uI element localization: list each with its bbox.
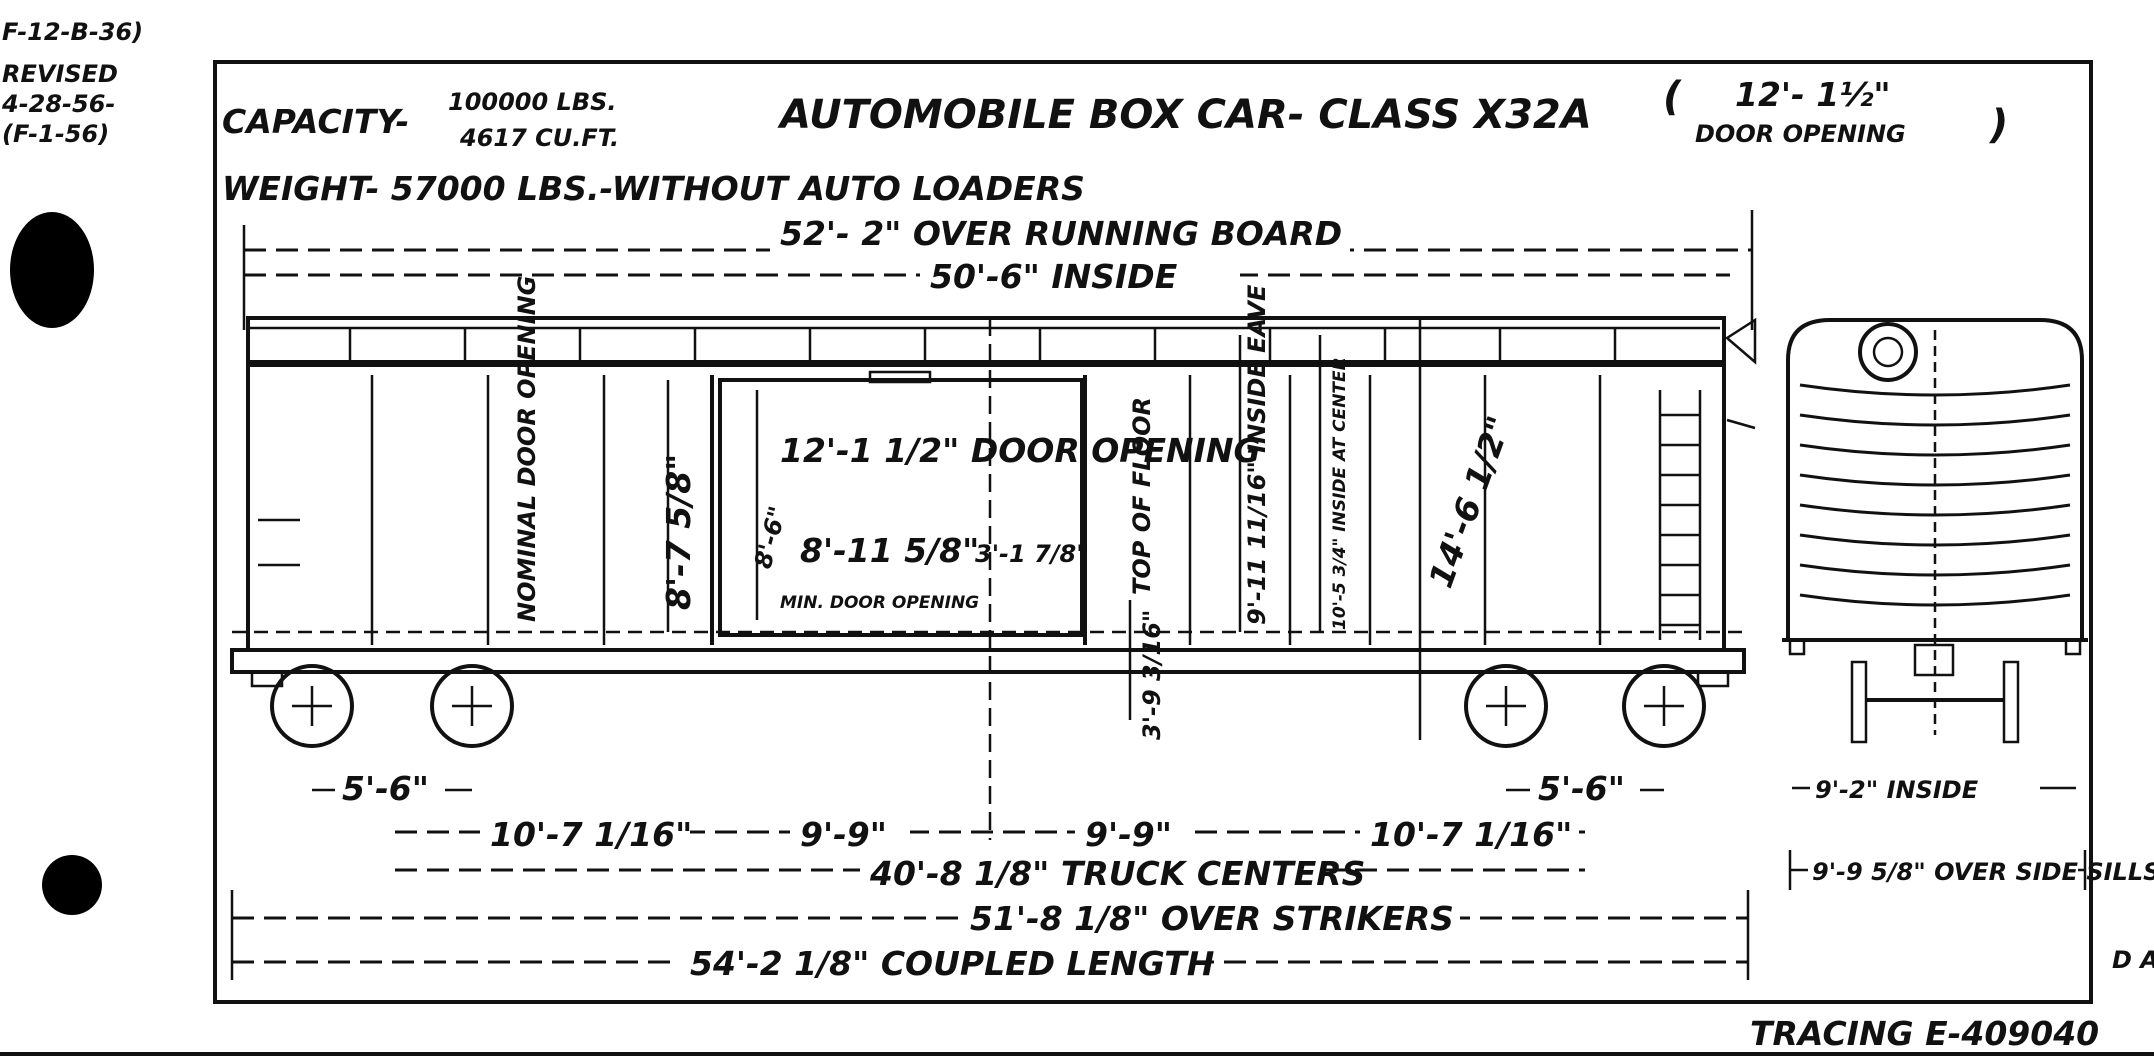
wheel	[1622, 664, 1706, 748]
capacity-cuft: 4617 CU.FT.	[459, 124, 619, 152]
drawing-border	[213, 60, 2093, 1004]
end-view	[1782, 318, 2088, 744]
stamp-revised: REVISED	[2, 60, 118, 88]
end-over-side-sills-dim: 9'-9 5/8" OVER SIDE SILLS	[1812, 858, 2154, 886]
wheel	[430, 664, 514, 748]
coupled-length-dim: 54'-2 1/8" COUPLED LENGTH	[690, 944, 1214, 983]
inside-center-dim: 10'-5 3/4" INSIDE AT CENTER	[1330, 357, 1350, 630]
dim-inside: 50'-6" INSIDE	[930, 257, 1178, 296]
min-door-width-dim: 8'-11 5/8"	[800, 531, 979, 570]
roof	[246, 316, 1726, 364]
stamp-rev-ref: (F-1-56)	[2, 120, 109, 148]
header-door-label: DOOR OPENING	[1695, 120, 1906, 148]
end-inside-width-dim: 9'-2" INSIDE	[1815, 776, 1979, 804]
wheelbase-right-dim: 5'-6"	[1538, 769, 1625, 808]
coupler-right	[1696, 670, 1730, 688]
tracing-number: TRACING E-409040	[1750, 1014, 2099, 1053]
door-track	[868, 370, 932, 384]
top-of-floor-label: TOP OF FLOOR	[1128, 397, 1156, 595]
hand-brake	[1724, 317, 1757, 430]
nominal-door-label: NOMINAL DOOR OPENING	[513, 276, 541, 622]
door-opening-dim: 12'-1 1/2" DOOR OPENING	[780, 431, 1261, 470]
over-strikers-dim: 51'-8 1/8" OVER STRIKERS	[970, 899, 1454, 938]
weight-text: WEIGHT- 57000 LBS.-WITHOUT AUTO LOADERS	[222, 169, 1085, 208]
punch-hole-bottom	[42, 855, 102, 915]
inside-eave-dim: 9'-11 11/16" INSIDE EAVE	[1243, 284, 1271, 625]
door	[718, 378, 1084, 637]
dim-over-running-board: 52'- 2" OVER RUNNING BOARD	[780, 214, 1342, 253]
capacity-lbs: 100000 LBS.	[448, 88, 617, 116]
punch-hole-top	[10, 212, 94, 328]
side-sill	[230, 648, 1746, 674]
drawing-title: AUTOMOBILE BOX CAR- CLASS X32A	[777, 92, 1592, 138]
segment-1-dim: 10'-7 1/16"	[490, 815, 692, 854]
door-bracket-left: (	[1663, 74, 1682, 120]
overall-height-dim: 14'-6 1/2"	[1421, 411, 1519, 593]
wheel	[1464, 664, 1548, 748]
segment-3-dim: 9'-9"	[1085, 815, 1172, 854]
capacity-label: CAPACITY-	[222, 102, 409, 141]
wheel	[270, 664, 354, 748]
door-bracket-right: )	[1988, 102, 2008, 148]
door-clear-height-dim: 8'-6"	[749, 503, 792, 571]
wheelbase-left-dim: 5'-6"	[342, 769, 429, 808]
stamp-ref: F-12-B-36)	[2, 18, 143, 46]
header-door-dim: 12'- 1½"	[1735, 75, 1891, 114]
margin-mark: D A	[2112, 946, 2154, 974]
segment-4-dim: 10'-7 1/16"	[1370, 815, 1572, 854]
truck-centers-dim: 40'-8 1/8" TRUCK CENTERS	[869, 854, 1365, 893]
floor-height-dim: 3'-9 3/16"	[1138, 610, 1166, 740]
stamp-date: 4-28-56-	[1, 90, 115, 118]
car-body	[246, 363, 1726, 652]
min-door-label: MIN. DOOR OPENING	[780, 593, 979, 613]
door-offset-dim: 3'-1 7/8"	[975, 540, 1089, 568]
door-height-dim: 8'-7 5/8"	[659, 454, 698, 610]
end-ladder	[1658, 390, 1702, 640]
segment-2-dim: 9'-9"	[800, 815, 887, 854]
